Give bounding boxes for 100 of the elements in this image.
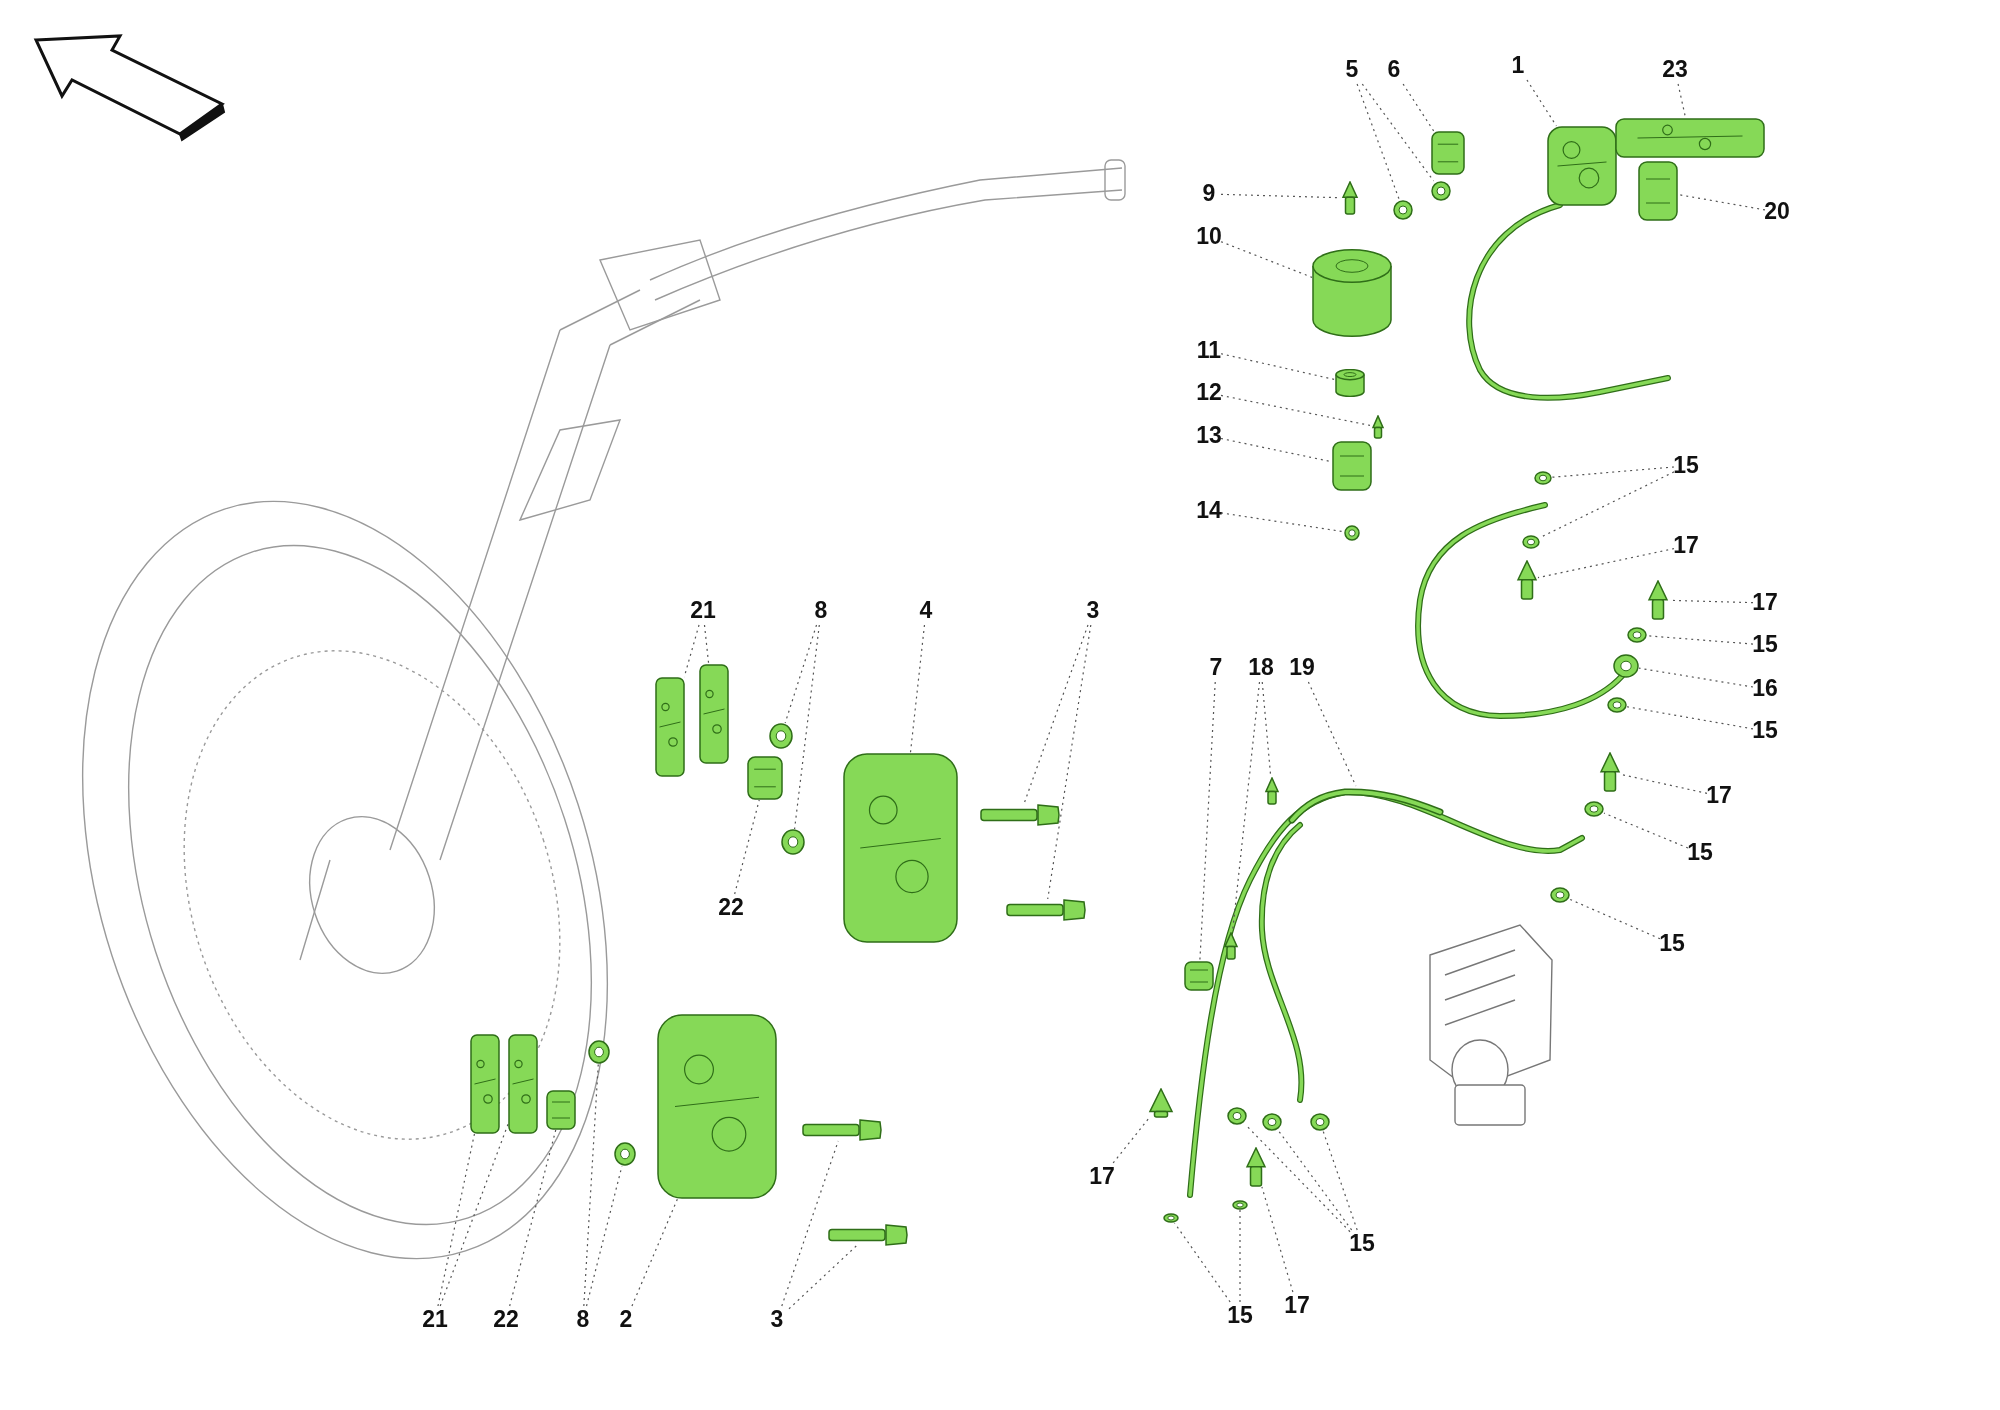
leader-line xyxy=(1626,706,1754,730)
banjo-bolt xyxy=(1516,560,1538,600)
washer xyxy=(1607,697,1627,713)
banjo-bolt xyxy=(1148,1088,1174,1118)
callout-number: 17 xyxy=(1696,780,1742,812)
washer xyxy=(781,829,805,855)
callout-number: 3 xyxy=(1070,595,1116,627)
leader-line xyxy=(1239,1209,1241,1303)
leader-line xyxy=(1677,193,1766,211)
callout-number: 11 xyxy=(1186,335,1232,367)
nut xyxy=(1344,525,1360,541)
brake-lever xyxy=(1615,118,1765,158)
washer xyxy=(588,1040,610,1064)
leader-line xyxy=(1245,1124,1351,1233)
callout-number: 10 xyxy=(1186,221,1232,253)
washer xyxy=(1227,1107,1247,1125)
callout-number: 16 xyxy=(1742,673,1788,705)
leader-line xyxy=(1261,1186,1294,1293)
brake-pad xyxy=(470,1034,500,1134)
washer xyxy=(1163,1213,1179,1223)
bolt xyxy=(802,1119,882,1141)
brake-hose xyxy=(1285,786,1445,826)
callout-number: 13 xyxy=(1186,420,1232,452)
leader-line xyxy=(1569,898,1661,940)
screw xyxy=(1341,181,1359,215)
callout-number: 15 xyxy=(1677,837,1723,869)
washer xyxy=(1550,887,1570,903)
callout-number: 23 xyxy=(1652,54,1698,86)
callout-number: 17 xyxy=(1274,1290,1320,1322)
washer xyxy=(1262,1113,1282,1131)
callout-number: 15 xyxy=(1339,1228,1385,1260)
leader-line xyxy=(1023,624,1089,805)
washer xyxy=(769,723,793,749)
callout-number: 3 xyxy=(754,1304,800,1336)
callout-number: 2 xyxy=(603,1304,649,1336)
callout-number: 17 xyxy=(1742,587,1788,619)
leader-line xyxy=(1173,1222,1231,1303)
washer xyxy=(1627,627,1647,643)
leader-line xyxy=(1537,547,1675,579)
washer xyxy=(1310,1113,1330,1131)
banjo-bolt xyxy=(1647,580,1669,620)
leader-line xyxy=(437,1133,475,1307)
leader-line xyxy=(631,1197,679,1307)
screw xyxy=(1223,932,1239,960)
clip xyxy=(1431,181,1451,201)
callout-number: 21 xyxy=(680,595,726,627)
screw xyxy=(1264,777,1280,805)
callout-number: 15 xyxy=(1649,928,1695,960)
bolt xyxy=(1006,899,1086,921)
leader-line xyxy=(703,624,710,665)
screw xyxy=(1371,415,1385,439)
leader-line xyxy=(1526,79,1557,127)
leader-line xyxy=(1220,353,1336,381)
callout-number: 17 xyxy=(1079,1161,1125,1193)
clamp xyxy=(1638,161,1678,221)
washer xyxy=(1584,801,1604,817)
fluid-reservoir xyxy=(1312,248,1392,338)
washer xyxy=(1232,1200,1248,1210)
brake-caliper xyxy=(842,753,958,943)
leader-line xyxy=(1402,83,1435,132)
callout-number: 8 xyxy=(798,595,844,627)
leader-line xyxy=(1112,1117,1150,1164)
washer xyxy=(614,1142,636,1166)
leader-line xyxy=(1220,512,1345,533)
brake-pad xyxy=(699,664,729,764)
callout-number: 15 xyxy=(1663,450,1709,482)
washer xyxy=(1534,471,1552,485)
bolt xyxy=(980,804,1060,826)
brake-pad xyxy=(508,1034,538,1134)
callout-number: 17 xyxy=(1663,530,1709,562)
callout-number: 14 xyxy=(1186,495,1232,527)
pad-clip xyxy=(747,756,783,800)
callout-number: 8 xyxy=(560,1304,606,1336)
leader-line xyxy=(1047,624,1092,900)
leader-line xyxy=(1220,241,1313,278)
clip xyxy=(1393,200,1413,220)
leader-line xyxy=(1199,681,1216,962)
banjo-fitting xyxy=(1184,961,1214,991)
leader-line xyxy=(1638,667,1754,688)
leader-line xyxy=(788,1245,857,1310)
leader-line xyxy=(509,1129,557,1307)
leader-line xyxy=(1551,466,1675,478)
leader-line xyxy=(583,1063,599,1307)
callout-number: 7 xyxy=(1193,652,1239,684)
bolt xyxy=(828,1224,908,1246)
callout-number: 20 xyxy=(1754,196,1800,228)
leader-line xyxy=(1356,83,1400,201)
callout-number: 1 xyxy=(1495,50,1541,82)
banjo-bolt xyxy=(1245,1147,1267,1187)
leader-line xyxy=(1278,1130,1353,1231)
leader-line xyxy=(734,799,760,895)
leader-line xyxy=(1646,635,1754,645)
master-cylinder xyxy=(1547,126,1617,206)
hose-fitting xyxy=(1613,654,1639,678)
leader-line xyxy=(439,1123,509,1307)
callout-number: 4 xyxy=(903,595,949,627)
washer xyxy=(1522,535,1540,549)
callout-number: 22 xyxy=(483,1304,529,1336)
bracket xyxy=(1332,441,1372,491)
leader-line xyxy=(794,624,820,830)
